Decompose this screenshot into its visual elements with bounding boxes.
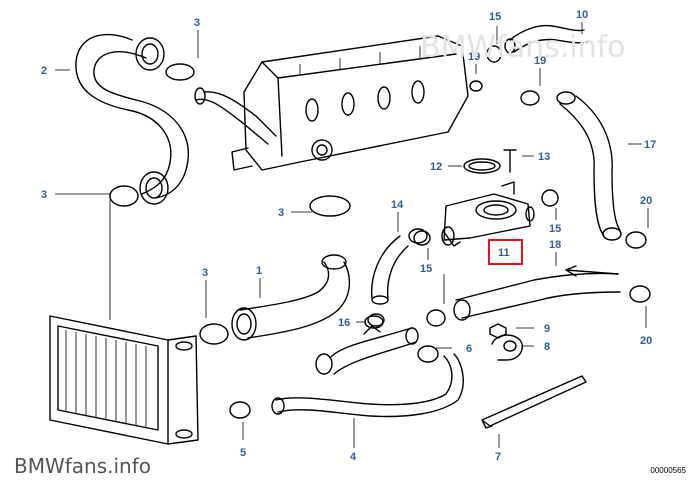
hose-clamp-small [367, 45, 651, 327]
bypass-hose [194, 87, 277, 145]
upper-radiator-hose [75, 33, 189, 205]
callout-1: 1 [256, 265, 262, 277]
callout-3: 3 [194, 17, 200, 29]
callout-10: 10 [576, 9, 588, 21]
callout-17: 17 [644, 139, 656, 151]
radiator-hose-1 [231, 254, 351, 341]
radiator [49, 315, 199, 445]
callout-13: 13 [538, 151, 550, 163]
highlight-box [488, 239, 523, 265]
callout-19: 19 [534, 55, 546, 67]
leader-lines [55, 22, 649, 448]
callout-5: 5 [240, 447, 246, 459]
bracket-8 [491, 334, 524, 361]
callout-3: 3 [278, 207, 284, 219]
heater-hose-17 [504, 24, 622, 241]
callout-14: 14 [391, 199, 404, 211]
callout-3: 3 [41, 189, 47, 201]
callout-12: 12 [430, 161, 442, 173]
hose-clamp [109, 63, 351, 345]
callout-11: 11 [498, 247, 510, 259]
callout-15: 15 [489, 11, 501, 23]
callout-4: 4 [350, 451, 357, 463]
water-pipe-assembly [315, 315, 419, 375]
callout-20: 20 [640, 335, 652, 347]
nut-9 [489, 323, 507, 339]
callout-3: 3 [202, 267, 208, 279]
watermark-bottom: BMWfans.info [14, 454, 152, 478]
callout-7: 7 [495, 451, 501, 463]
cylinder-head [231, 35, 469, 171]
callout-6: 6 [466, 343, 472, 355]
hose-14 [371, 228, 428, 305]
callout-19: 19 [468, 51, 480, 63]
callout-15: 15 [549, 223, 561, 235]
callout-15: 15 [420, 263, 432, 275]
hose-18 [453, 265, 621, 321]
callout-9: 9 [544, 323, 550, 335]
watermark-top: BMWfans.info [420, 30, 626, 65]
catalog-number: 00000565 [650, 466, 686, 475]
callout-labels: 3 2 3 3 3 1 5 4 16 14 15 15 15 10 19 19 … [41, 9, 656, 463]
lower-hose-4 [229, 345, 464, 419]
cable-tie-7 [481, 375, 587, 429]
callout-20: 20 [640, 195, 652, 207]
callout-2: 2 [41, 65, 47, 77]
callout-8: 8 [544, 341, 550, 353]
callout-18: 18 [549, 239, 561, 251]
thermostat-housing [441, 149, 535, 247]
callout-16: 16 [338, 317, 350, 329]
